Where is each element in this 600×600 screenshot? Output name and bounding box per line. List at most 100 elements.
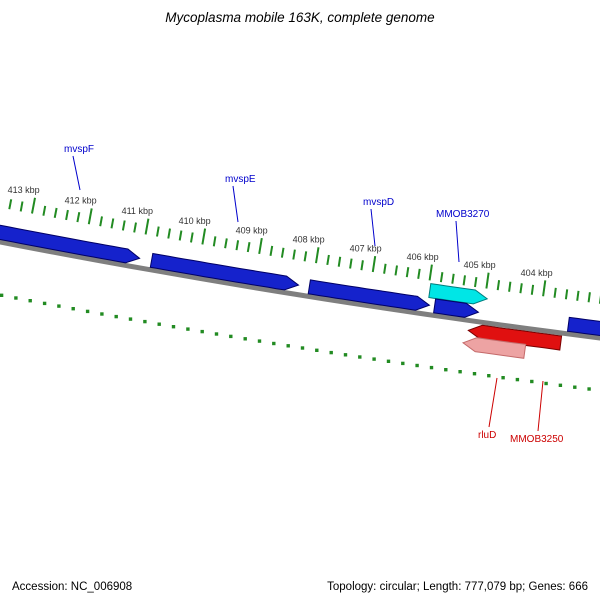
inner-ruler-dot (530, 379, 534, 384)
inner-ruler-dot (487, 374, 491, 378)
ruler-tick (337, 256, 342, 267)
kbp-tick-label: 411 kbp (122, 206, 153, 216)
inner-ruler-dot (71, 307, 75, 311)
ruler-tick (349, 258, 353, 269)
ruler-tick (303, 251, 308, 262)
inner-ruler-dot (501, 376, 505, 380)
ruler-tick (280, 247, 285, 258)
ruler-tick (519, 283, 523, 294)
ruler-tick (474, 276, 478, 288)
kbp-tick-label: 413 kbp (8, 185, 40, 195)
gene-label-mvspE: mvspE (225, 174, 256, 185)
ruler-tick (87, 208, 93, 225)
ruler-tick (121, 220, 126, 231)
gene-label-MMOB3270: MMOB3270 (436, 209, 490, 220)
inner-ruler-dot (114, 314, 118, 319)
ruler-tick (212, 236, 217, 247)
gene-leader-line (537, 380, 544, 432)
inner-ruler-dot (415, 363, 419, 368)
inner-ruler-dot (214, 332, 219, 336)
genome-info-text: Topology: circular; Length: 777,079 bp; … (327, 581, 588, 593)
gene-arrow-unlabeled-forward-2[interactable] (566, 316, 600, 337)
ruler-tick (508, 281, 512, 292)
inner-ruler-dot (14, 296, 18, 300)
kbp-tick-label: 406 kbp (407, 252, 439, 262)
ruler-tick (371, 255, 377, 273)
ruler-tick (53, 207, 58, 218)
ruler-tick (269, 245, 274, 256)
gene-label-mvspD: mvspD (363, 197, 394, 208)
ruler-tick (246, 242, 251, 253)
inner-ruler-dot (171, 325, 176, 329)
ruler-tick (405, 267, 410, 278)
gene-label-MMOB3250: MMOB3250 (510, 434, 564, 445)
inner-ruler-dot (429, 365, 434, 370)
gene-leader-line (72, 155, 81, 191)
ruler-tick (587, 292, 591, 303)
kbp-tick-label: 404 kbp (521, 268, 553, 278)
gene-leader-line (455, 220, 460, 263)
inner-ruler-dot (272, 341, 276, 346)
ruler-tick (65, 209, 69, 221)
gene-arrow-mvspE[interactable] (149, 252, 300, 291)
inner-ruler-dot (143, 319, 147, 324)
kbp-tick-label: 412 kbp (65, 196, 97, 206)
status-bar: Accession: NC_006908 Topology: circular;… (0, 581, 600, 593)
ruler-tick (553, 287, 557, 298)
ruler-tick (360, 260, 364, 271)
ruler-tick (530, 284, 535, 295)
ruler-tick (42, 205, 47, 216)
ruler-tick (451, 273, 455, 284)
ruler-tick (417, 268, 421, 279)
ruler-tick (224, 238, 228, 249)
ruler-tick (496, 280, 501, 291)
ruler-tick (133, 222, 137, 233)
inner-ruler-dot (200, 329, 204, 334)
ruler-tick (8, 199, 13, 210)
gene-arrow-rluD[interactable] (461, 337, 527, 359)
ruler-tick (19, 201, 24, 212)
inner-ruler-dot (257, 339, 262, 343)
inner-ruler-dot (85, 309, 90, 314)
ruler-tick (156, 226, 160, 237)
ruler-tick (485, 272, 490, 289)
kbp-tick-label: 410 kbp (179, 216, 211, 226)
inner-ruler-dot (329, 350, 333, 355)
ruler-tick (315, 247, 320, 264)
gene-label-rluD: rluD (478, 430, 496, 441)
ruler-tick (178, 230, 183, 241)
genome-backbone-arc (0, 239, 600, 341)
ruler-tick (542, 280, 547, 297)
inner-ruler-dot (42, 301, 47, 306)
kbp-tick-label: 407 kbp (350, 244, 382, 254)
ruler-tick (258, 237, 263, 255)
inner-ruler-dot (128, 317, 133, 321)
ruler-tick (326, 254, 330, 266)
ruler-tick (144, 218, 150, 235)
ruler-tick (99, 216, 103, 227)
inner-ruler-dot (372, 357, 376, 361)
gene-arrow-unlabeled-forward-1[interactable] (433, 298, 480, 318)
inner-ruler-dot (300, 346, 305, 350)
inner-ruler-dot (515, 377, 520, 382)
inner-ruler-dot (229, 334, 233, 339)
inner-ruler-dot (57, 304, 61, 308)
ruler-tick (235, 240, 240, 251)
inner-ruler-dot (343, 353, 348, 357)
gene-leader-line (370, 208, 376, 247)
ruler-tick (462, 275, 466, 286)
kbp-tick-label: 408 kbp (293, 235, 325, 245)
inner-ruler-dot (28, 299, 32, 303)
ruler-tick (110, 218, 115, 229)
gene-arrow-mvspD[interactable] (307, 279, 431, 311)
accession-text: Accession: NC_006908 (12, 581, 133, 593)
ruler-tick (201, 228, 207, 245)
ruler-tick (31, 197, 36, 214)
ruler-tick (428, 264, 433, 281)
gene-arrow-mvspF[interactable] (0, 221, 141, 264)
ruler-tick (190, 232, 194, 243)
ruler-tick (564, 289, 569, 300)
inner-ruler-dot (243, 337, 247, 341)
